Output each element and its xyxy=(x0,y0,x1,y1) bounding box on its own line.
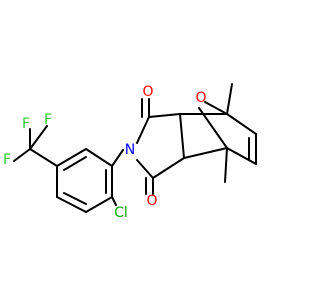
bond-c4-c5 xyxy=(226,113,257,135)
bond-o-c7 xyxy=(198,107,228,149)
atom-label-layer: O O O N Cl F F F xyxy=(3,84,207,221)
oxygen-carbonyl-bottom-label: O xyxy=(146,193,157,209)
bond-layer xyxy=(13,83,257,213)
fluorine-left-label: F xyxy=(3,152,11,168)
chlorine-label: Cl xyxy=(114,205,128,221)
bond-methyl-bottom xyxy=(224,147,228,183)
bond-ar-cl xyxy=(111,196,117,206)
fluorine-top-right-label: F xyxy=(44,112,52,128)
nitrogen-imide-label: N xyxy=(125,142,135,158)
bond-c7a-c7 xyxy=(183,147,228,159)
bond-ar-5 xyxy=(56,196,87,213)
bond-ar-2 xyxy=(85,148,113,167)
bond-c7-c6 xyxy=(226,147,257,165)
bond-c3a-c7a xyxy=(179,113,185,159)
oxygen-carbonyl-top-label: O xyxy=(142,84,153,100)
bond-ar-4 xyxy=(85,196,113,213)
bond-c4-o xyxy=(204,101,228,115)
bond-methyl-top xyxy=(226,83,233,115)
bond-ar-double-1 xyxy=(63,156,87,171)
bond-cf3-ring xyxy=(29,148,58,167)
fluorine-top-left-label: F xyxy=(22,116,30,132)
molecule-structure: O O O N Cl F F F xyxy=(3,83,257,221)
bond-ar-double-3 xyxy=(63,192,87,205)
bond-n-c-top xyxy=(136,116,150,144)
bond-n-c-bottom xyxy=(136,159,154,179)
bond-ar-1 xyxy=(56,148,87,167)
bond-c-top-c3a xyxy=(148,113,181,118)
bond-c-bottom-c7a xyxy=(152,157,185,179)
bond-c-f3 xyxy=(29,125,48,150)
oxygen-bridge-label: O xyxy=(195,90,206,106)
bond-ar-n xyxy=(111,149,124,167)
bond-c-f2 xyxy=(13,148,31,162)
